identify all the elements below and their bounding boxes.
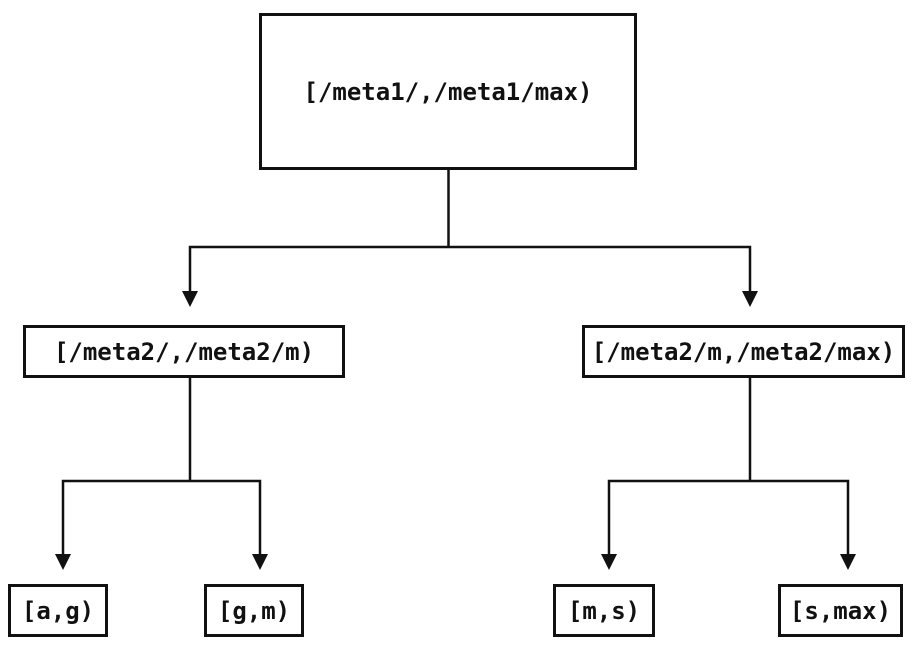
arrowhead-root-left-icon [182,291,198,307]
node-right-branch-label: [/meta2/m,/meta2/max) [591,337,896,366]
node-leaf-gm-label: [g,m) [217,596,291,625]
arrowhead-right-smax-icon [840,554,856,570]
node-right-branch: [/meta2/m,/meta2/max) [582,325,905,378]
node-root-label: [/meta1/,/meta1/max) [303,77,593,106]
edge-right-split [607,479,850,554]
edge-left-split [61,479,262,554]
node-leaf-ms: [m,s) [553,584,655,637]
arrowhead-root-right-icon [742,291,758,307]
node-left-branch: [/meta2/,/meta2/m) [23,325,345,378]
node-leaf-ag-label: [a,g) [21,596,95,625]
node-left-branch-label: [/meta2/,/meta2/m) [53,337,315,366]
arrowhead-left-gm-icon [252,554,268,570]
node-leaf-smax-label: [s,max) [789,596,892,625]
arrowhead-left-ag-icon [55,554,71,570]
arrowhead-right-ms-icon [601,554,617,570]
node-leaf-ag: [a,g) [8,584,108,637]
node-leaf-gm: [g,m) [204,584,304,637]
node-leaf-smax: [s,max) [778,584,903,637]
node-leaf-ms-label: [m,s) [567,596,641,625]
edge-root-split [188,245,752,291]
node-root: [/meta1/,/meta1/max) [259,13,637,170]
